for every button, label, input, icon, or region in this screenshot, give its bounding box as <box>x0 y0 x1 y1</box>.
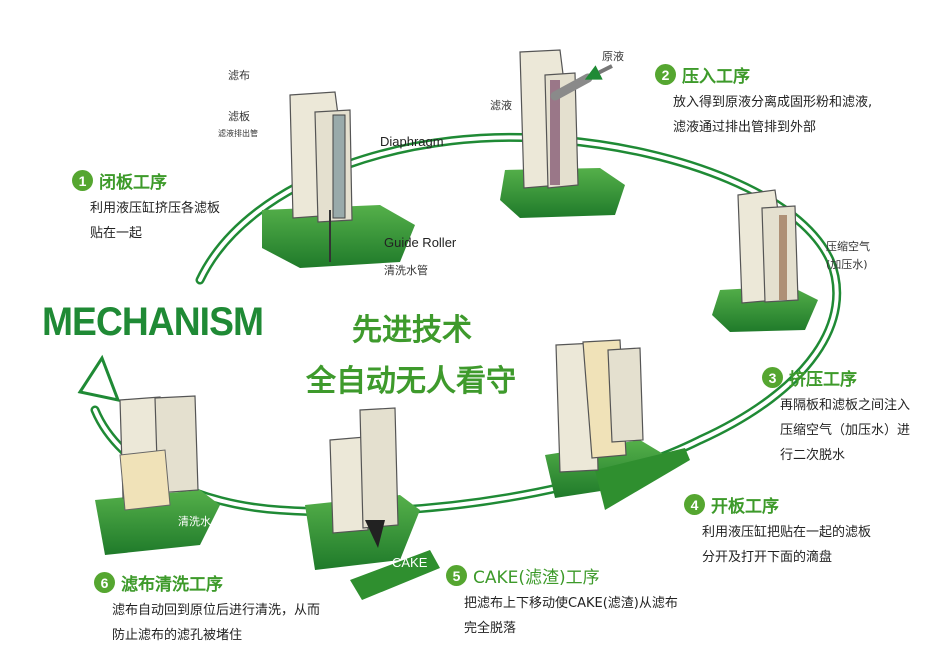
step-3-line-3: 行二次脱水 <box>780 448 846 463</box>
label-filtrate: 滤液 <box>490 99 512 112</box>
step-5-badge: 5 <box>446 565 467 586</box>
step-3-badge: 3 <box>762 367 783 388</box>
step-1-line-2: 贴在一起 <box>90 226 143 241</box>
step-2-line-2: 滤液通过排出管排到外部 <box>673 120 817 135</box>
step-6-title: 滤布清洗工序 <box>121 575 223 595</box>
label-diaphragm: Diaphragm <box>380 134 444 149</box>
step-4: 4 开板工序 利用液压缸把贴在一起的滤板分开及打开下面的滴盘 <box>684 492 871 570</box>
assembly-cloth-washing <box>95 395 220 555</box>
step-2-desc: 放入得到原液分离成固形粉和滤液, 滤液通过排出管排到外部 <box>673 90 872 140</box>
title-mechanism: MECHANISM <box>42 300 264 344</box>
slogan-fully-automatic: 全自动无人看守 <box>306 364 516 399</box>
label-wash-pipe: 清洗水管 <box>384 264 428 277</box>
assembly-squeezing <box>712 189 818 332</box>
assembly-cake-discharge <box>305 407 440 600</box>
step-1: 1 闭板工序 利用液压缸挤压各滤板贴在一起 <box>72 168 220 246</box>
step-5-line-2: 完全脱落 <box>464 621 517 636</box>
step-6-badge: 6 <box>94 572 115 593</box>
label-guide-roller: Guide Roller <box>384 235 457 250</box>
step-1-badge: 1 <box>72 170 93 191</box>
step-5: 5 CAKE(滤渣)工序 把滤布上下移动使CAKE(滤渣)从滤布完全脱落 <box>446 563 678 641</box>
step-4-desc: 利用液压缸把贴在一起的滤板分开及打开下面的滴盘 <box>702 520 871 570</box>
step-4-line-1: 利用液压缸把贴在一起的滤板 <box>702 525 872 540</box>
step-3-line-2: 压缩空气（加压水）进 <box>780 423 911 438</box>
step-5-line-1: 把滤布上下移动使CAKE(滤渣)从滤布 <box>464 596 678 611</box>
label-filter-cloth: 滤布 <box>228 69 250 82</box>
label-small-pipe: 滤液排出管 <box>218 129 258 138</box>
label-wash-water: 清洗水 <box>178 515 211 528</box>
label-cake: CAKE <box>392 555 428 570</box>
raw-liquid-arrow <box>584 64 613 80</box>
step-6-desc: 滤布自动回到原位后进行清洗，从而防止滤布的滤孔被堵住 <box>112 598 320 648</box>
step-5-desc: 把滤布上下移动使CAKE(滤渣)从滤布完全脱落 <box>464 591 678 641</box>
assembly-opening <box>545 339 690 510</box>
label-raw-liquid: 原液 <box>602 50 624 63</box>
label-filter-plate: 滤板 <box>228 110 250 123</box>
assembly-feeding <box>500 49 625 218</box>
assembly-closed-plates <box>262 91 415 268</box>
step-4-title: 开板工序 <box>711 497 779 517</box>
cycle-arrowhead <box>77 354 121 403</box>
step-4-line-2: 分开及打开下面的滴盘 <box>702 550 833 565</box>
step-5-title: CAKE(滤渣)工序 <box>473 568 600 588</box>
step-1-line-1: 利用液压缸挤压各滤板 <box>90 201 221 216</box>
step-6-line-1: 滤布自动回到原位后进行清洗，从而 <box>112 603 321 618</box>
label-pressurized-water: (加压水) <box>826 258 868 271</box>
step-1-desc: 利用液压缸挤压各滤板贴在一起 <box>90 196 220 246</box>
step-3: 3 挤压工序 再隔板和滤板之间注入压缩空气（加压水）进行二次脱水 <box>762 365 910 468</box>
step-3-title: 挤压工序 <box>789 370 857 390</box>
step-2-title: 压入工序 <box>682 67 750 87</box>
step-3-desc: 再隔板和滤板之间注入压缩空气（加压水）进行二次脱水 <box>780 393 910 468</box>
cake-tray <box>350 550 440 600</box>
step-6: 6 滤布清洗工序 滤布自动回到原位后进行清洗，从而防止滤布的滤孔被堵住 <box>94 570 320 648</box>
step-4-badge: 4 <box>684 494 705 515</box>
step-3-line-1: 再隔板和滤板之间注入 <box>780 398 911 413</box>
step-6-line-2: 防止滤布的滤孔被堵住 <box>112 628 243 643</box>
step-2: 2 压入工序 放入得到原液分离成固形粉和滤液, 滤液通过排出管排到外部 <box>655 62 872 140</box>
step-1-title: 闭板工序 <box>99 173 167 193</box>
step-2-badge: 2 <box>655 64 676 85</box>
cycle-loop <box>77 132 842 517</box>
slogan-advanced-tech: 先进技术 <box>352 313 472 348</box>
step-2-line-1: 放入得到原液分离成固形粉和滤液, <box>673 95 873 110</box>
label-compressed-air: 压缩空气 <box>826 240 870 253</box>
